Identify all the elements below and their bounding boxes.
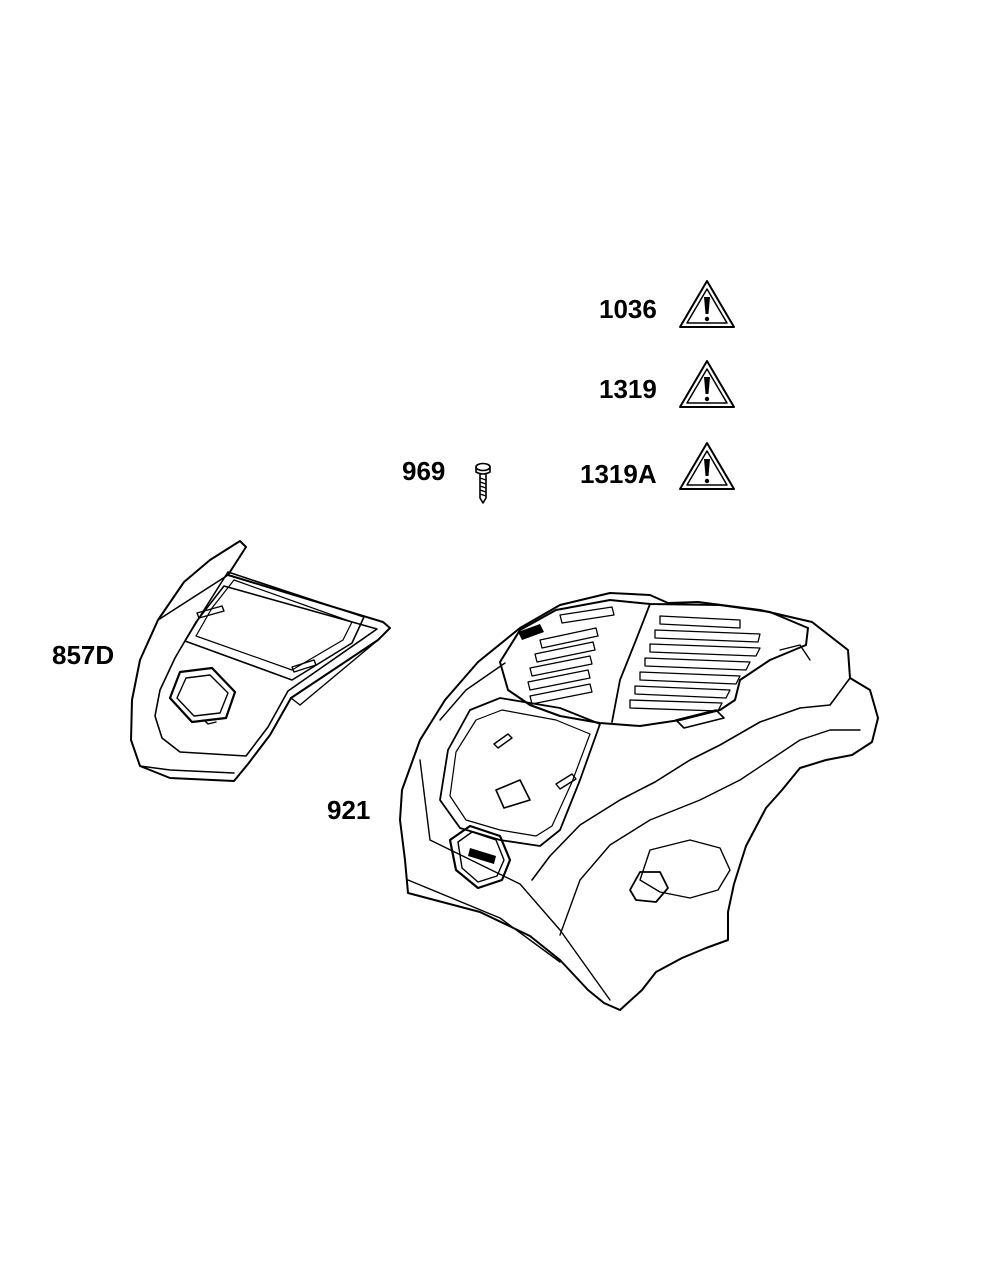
warning-triangle-1036-icon	[679, 280, 735, 328]
part-label-969[interactable]: 969	[402, 456, 446, 486]
part-label-1319a[interactable]: 1319A	[580, 459, 657, 489]
part-label-857d[interactable]: 857D	[52, 640, 115, 670]
part-label-1036[interactable]: 1036	[599, 294, 657, 324]
warning-triangle-1319a-icon	[679, 442, 735, 490]
screw-969-icon	[475, 462, 491, 504]
engine-shroud-921	[399, 592, 879, 1011]
cover-insert-857d	[130, 540, 391, 782]
warning-triangle-1319-icon	[679, 360, 735, 408]
part-label-921[interactable]: 921	[327, 795, 371, 825]
part-label-1319[interactable]: 1319	[599, 374, 657, 404]
